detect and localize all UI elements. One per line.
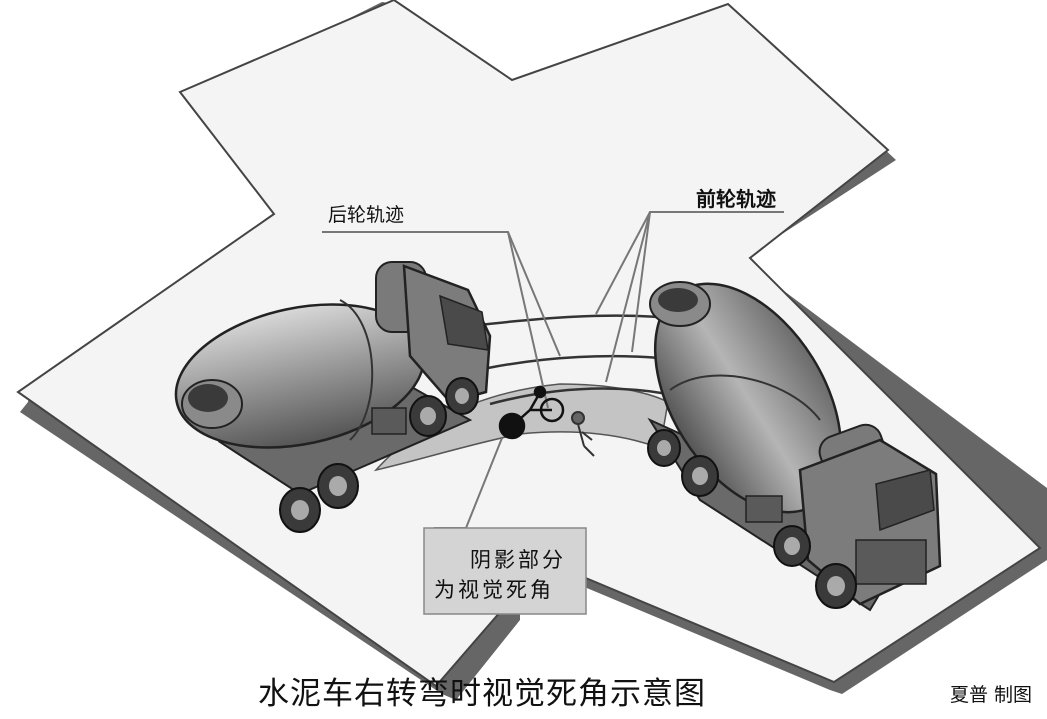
- cyclist-icon: [498, 385, 565, 440]
- blind-zone-label-box: [423, 527, 587, 615]
- front-wheel-track-label: 前轮轨迹: [696, 187, 776, 211]
- pedestrian-icon: [571, 411, 595, 457]
- rear-track: [489, 387, 669, 406]
- cement-mixer-truck-icon: [647, 281, 942, 612]
- diagram-title: 水泥车右转弯时视觉死角示意图: [258, 676, 706, 712]
- front-track-inner: [487, 354, 661, 370]
- blind-zone-label-line1: 阴影部分: [470, 548, 566, 572]
- wheel-tracks: [469, 314, 669, 406]
- cement-mixer-truck-icon: [174, 261, 492, 533]
- rear-wheel-track-label: 后轮轨迹: [328, 204, 405, 226]
- blind-zone-label-line2: 为视觉死角: [434, 578, 554, 602]
- leader-lines: [322, 211, 784, 529]
- credit-text: 夏普 制图: [950, 684, 1033, 706]
- front-track-outer: [469, 314, 669, 328]
